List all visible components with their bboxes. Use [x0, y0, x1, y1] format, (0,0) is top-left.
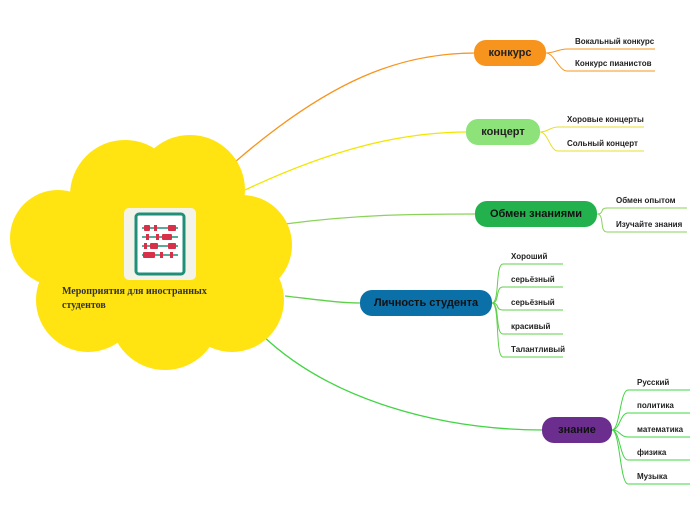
leaf-connector [611, 389, 690, 431]
leaf-vocal-contest[interactable]: Вокальный конкурс [575, 37, 655, 46]
leaf-study-knowledge[interactable]: Изучайте знания [616, 220, 683, 229]
connector-line [234, 52, 477, 163]
leaf-connector [491, 302, 563, 358]
leaf-connector [539, 126, 644, 133]
leaf-connector [596, 207, 687, 215]
connector-line [244, 131, 469, 191]
connector-line [284, 213, 478, 225]
leaf-connector [611, 429, 690, 438]
leaf-piano-contest[interactable]: Конкурс пианистов [575, 59, 652, 68]
branch-node-knowledge[interactable]: знание [542, 417, 612, 443]
leaf-connector [611, 429, 690, 485]
leaf-music[interactable]: Музыка [637, 472, 668, 481]
leaf-connector [539, 131, 644, 152]
leaf-connector [611, 412, 690, 431]
root-title: Мероприятия для иностранных студентов [62, 286, 207, 311]
leaf-underlines [491, 48, 690, 485]
leaf-good[interactable]: Хороший [511, 252, 548, 261]
leaf-connector [491, 286, 563, 304]
branch-node-knowledge-exchange[interactable]: Обмен знаниями [475, 201, 597, 227]
connector-line [261, 334, 545, 431]
leaf-politics[interactable]: политика [637, 401, 674, 410]
leaf-talented[interactable]: Талантливый [511, 345, 565, 354]
leaf-connector [545, 48, 655, 54]
branch-node-contest[interactable]: конкурс [474, 40, 546, 66]
leaf-serious-2[interactable]: серьёзный [511, 298, 555, 307]
branch-node-student-personality[interactable]: Личность студента [360, 290, 492, 316]
leaf-beautiful[interactable]: красивый [511, 322, 551, 331]
leaf-choir-concerts[interactable]: Хоровые концерты [567, 115, 644, 124]
leaf-connector [545, 52, 655, 72]
branch-node-concert[interactable]: концерт [466, 119, 540, 145]
leaf-mathematics[interactable]: математика [637, 425, 684, 434]
leaf-experience-exchange[interactable]: Обмен опытом [616, 196, 676, 205]
leaf-russian[interactable]: Русский [637, 378, 670, 387]
leaf-solo-concert[interactable]: Сольный концерт [567, 139, 638, 148]
abacus-icon [124, 208, 196, 280]
leaf-connector [596, 213, 687, 233]
leaf-physics[interactable]: физика [637, 448, 667, 457]
connector-line [284, 295, 363, 304]
leaf-serious-1[interactable]: серьёзный [511, 275, 555, 284]
leaf-connector [491, 263, 563, 304]
connectors [234, 52, 545, 431]
